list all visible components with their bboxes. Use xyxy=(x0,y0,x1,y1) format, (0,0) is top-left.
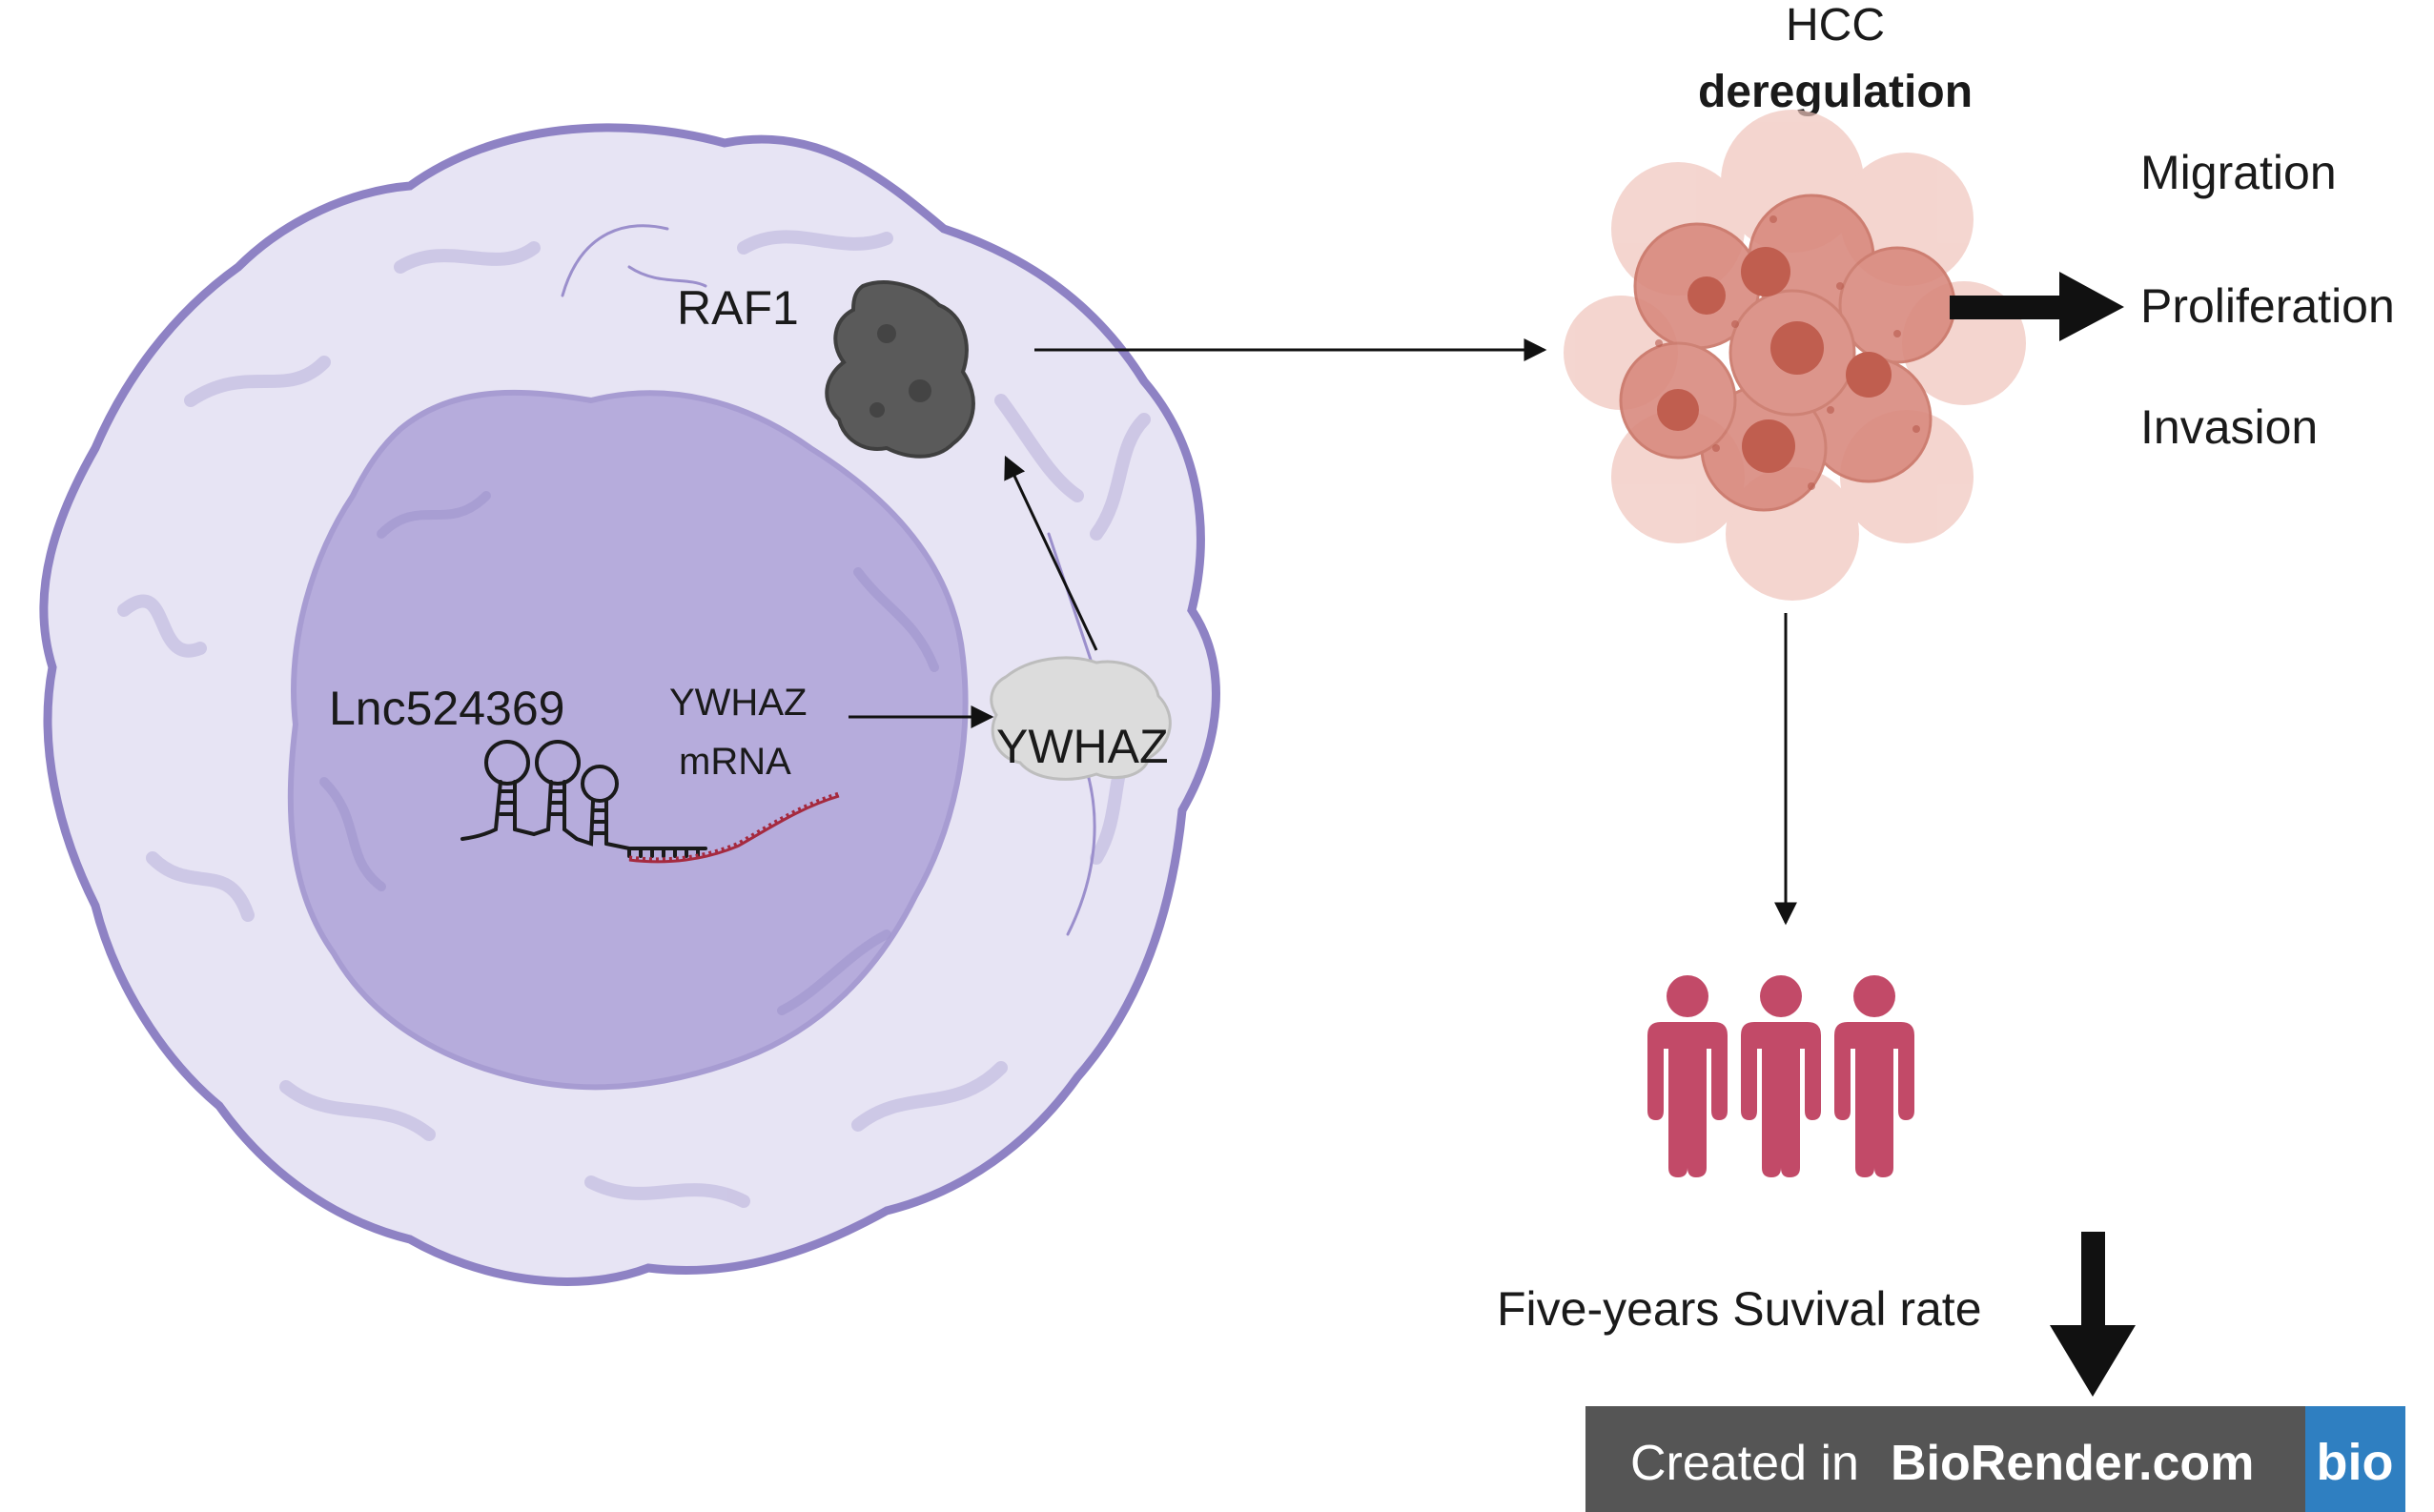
cytoplasm-folds xyxy=(117,230,1151,1208)
person-icon xyxy=(1647,975,1728,1177)
raf1-protein-icon xyxy=(825,280,975,459)
ywhaz-mrna-label-line2: mRNA xyxy=(679,741,791,783)
biorender-logo xyxy=(2305,1406,2405,1512)
person-icon xyxy=(1741,975,1821,1177)
hcc-tumor-icon xyxy=(1564,110,2026,601)
ywhaz-mrna-label-line1: YWHAZ xyxy=(669,682,807,724)
lncrna-hairpin-icon xyxy=(460,740,707,858)
mrna-strand-icon xyxy=(628,791,840,863)
invasion-label: Invasion xyxy=(2140,400,2318,454)
badge-brand: BioRender.com xyxy=(1891,1436,2254,1491)
ywhaz-protein-icon xyxy=(990,656,1172,781)
lnc-label: Lnc524369 xyxy=(329,682,564,735)
raf1-label: RAF1 xyxy=(677,281,799,335)
survival-label: Five-years Suvival rate xyxy=(1497,1282,1982,1336)
nucleus xyxy=(287,389,969,1091)
arrow-ywhaz-to-raf1 xyxy=(1004,455,1098,651)
ywhaz-protein-label: YWHAZ xyxy=(996,720,1169,773)
biorender-badge[interactable]: Created in BioRender.com bio xyxy=(1585,1406,2405,1512)
hcc-title-line1: HCC xyxy=(1786,0,1885,51)
patients-icon xyxy=(1647,975,1914,1177)
arrow-survival-down xyxy=(2050,1232,2136,1397)
proliferation-label: Proliferation xyxy=(2140,279,2395,333)
arrow-hcc-to-outcomes xyxy=(1950,272,2124,341)
migration-label: Migration xyxy=(2140,146,2337,199)
hcc-title-line2: deregulation xyxy=(1698,67,1973,117)
badge-prefix: Created in xyxy=(1630,1436,1859,1491)
biorender-logo-text: bio xyxy=(2317,1434,2394,1491)
person-icon xyxy=(1834,975,1914,1177)
